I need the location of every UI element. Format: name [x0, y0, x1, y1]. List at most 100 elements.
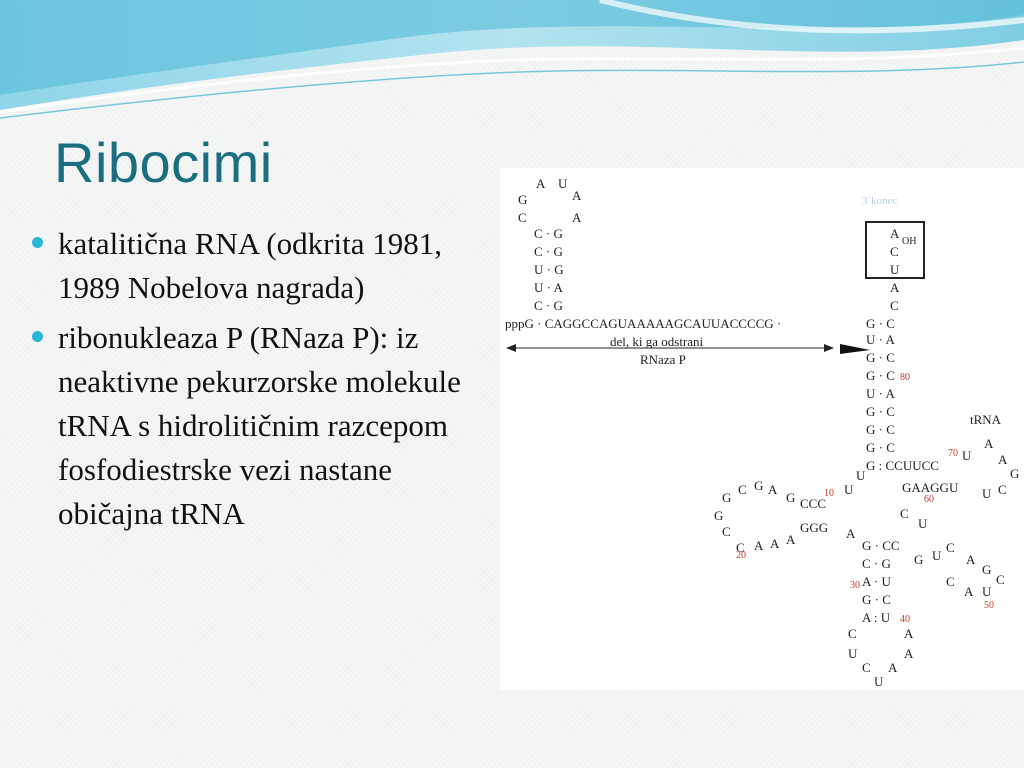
svg-text:U: U — [844, 482, 854, 497]
svg-text:A: A — [770, 536, 780, 551]
svg-text:G · C: G · C — [866, 440, 895, 455]
svg-text:A: A — [904, 646, 914, 661]
removed-segment-arrow — [506, 344, 834, 352]
oh-label: OH — [902, 236, 916, 247]
svg-text:U: U — [932, 548, 942, 563]
svg-text:A: A — [572, 210, 582, 225]
svg-text:G · C: G · C — [866, 404, 895, 419]
svg-text:G · C: G · C — [866, 350, 895, 365]
svg-text:G: G — [982, 562, 991, 577]
d-arm: G C G A G CCC GGG G C C A A A U U A — [714, 468, 866, 555]
svg-text:40: 40 — [900, 614, 910, 625]
svg-text:U: U — [962, 448, 972, 463]
svg-text:U: U — [558, 176, 568, 191]
svg-text:A: A — [846, 526, 856, 541]
svg-text:C: C — [848, 626, 857, 641]
svg-text:C: C — [890, 244, 899, 259]
svg-text:U: U — [982, 584, 992, 599]
svg-text:C: C — [722, 524, 731, 539]
svg-text:GAAGGU: GAAGGU — [902, 480, 959, 495]
svg-text:G : CCUUCC: G : CCUUCC — [866, 458, 939, 473]
svg-text:U: U — [856, 468, 866, 483]
svg-text:C: C — [996, 572, 1005, 587]
removed-label-line2: RNaza P — [640, 352, 686, 367]
svg-text:C: C — [890, 298, 899, 313]
svg-text:GGG: GGG — [800, 520, 828, 535]
svg-text:A: A — [966, 552, 976, 567]
svg-text:30: 30 — [850, 580, 860, 591]
svg-text:A: A — [890, 226, 900, 241]
end-label: 3´konec — [862, 195, 898, 207]
svg-text:U: U — [982, 486, 992, 501]
svg-text:U · A: U · A — [866, 332, 896, 347]
slide-title: Ribocimi — [54, 131, 273, 194]
svg-text:C: C — [946, 540, 955, 555]
svg-text:CCC: CCC — [800, 496, 826, 511]
svg-text:G · C: G · C — [866, 368, 895, 383]
svg-text:U: U — [848, 646, 858, 661]
cleavage-arrow-icon — [840, 344, 870, 354]
svg-text:20: 20 — [736, 550, 746, 561]
svg-text:A : U: A : U — [862, 610, 891, 625]
svg-text:U · G: U · G — [534, 262, 564, 277]
svg-text:A: A — [890, 280, 900, 295]
svg-text:C · G: C · G — [534, 244, 563, 259]
three-prime-box — [865, 221, 925, 279]
svg-text:A: A — [754, 538, 764, 553]
svg-text:G: G — [786, 490, 795, 505]
svg-text:G: G — [1010, 466, 1019, 481]
svg-text:C: C — [862, 660, 871, 675]
svg-text:U · A: U · A — [866, 386, 896, 401]
anticodon-arm: C U G U C A C G C A U G · CC C · G A · U… — [848, 506, 1005, 689]
svg-text:C · G: C · G — [534, 298, 563, 313]
svg-text:G: G — [914, 552, 923, 567]
bullet-item: katalitična RNA (odkrita 1981, 1989 Nobe… — [32, 222, 492, 310]
svg-text:A: A — [536, 176, 546, 191]
svg-text:G · C: G · C — [862, 592, 891, 607]
svg-text:U · A: U · A — [534, 280, 564, 295]
svg-text:C: C — [738, 482, 747, 497]
t-arm: tRNA U A A G C U GAAGGU — [902, 412, 1019, 501]
svg-text:60: 60 — [924, 494, 934, 505]
svg-text:A: A — [964, 584, 974, 599]
acceptor-stem: A C G · C U · A G · C G · C U · A G · C … — [866, 280, 939, 473]
svg-text:G · CC: G · CC — [862, 538, 900, 553]
svg-text:G · C: G · C — [866, 316, 895, 331]
svg-text:U: U — [890, 262, 900, 277]
svg-text:C: C — [900, 506, 909, 521]
svg-text:C: C — [518, 210, 527, 225]
svg-text:A: A — [998, 452, 1008, 467]
svg-text:C · G: C · G — [534, 226, 563, 241]
svg-text:C: C — [946, 574, 955, 589]
svg-text:U: U — [874, 674, 884, 689]
removed-label-line1: del, ki ga odstrani — [610, 334, 704, 349]
bullet-item: ribonukleaza P (RNaza P): iz neaktivne p… — [32, 316, 492, 536]
svg-text:A: A — [572, 188, 582, 203]
svg-text:70: 70 — [948, 448, 958, 459]
svg-text:G: G — [754, 478, 763, 493]
bullet-list: katalitična RNA (odkrita 1981, 1989 Nobe… — [32, 222, 492, 536]
svg-text:G: G — [518, 192, 527, 207]
svg-text:A: A — [984, 436, 994, 451]
svg-text:G · C: G · C — [866, 422, 895, 437]
svg-text:A: A — [904, 626, 914, 641]
position-numbers: 10 20 30 40 50 60 70 80 — [736, 372, 994, 625]
svg-text:U: U — [918, 516, 928, 531]
svg-text:80: 80 — [900, 372, 910, 383]
svg-text:50: 50 — [984, 600, 994, 611]
svg-text:A · U: A · U — [862, 574, 892, 589]
svg-text:C · G: C · G — [862, 556, 891, 571]
svg-text:A: A — [888, 660, 898, 675]
five-prime-strand: pppG · CAGGCCAGUAAAAAGCAUUACCCCG · — [505, 316, 781, 331]
svg-text:C: C — [998, 482, 1007, 497]
svg-text:G: G — [722, 490, 731, 505]
svg-text:G: G — [714, 508, 723, 523]
svg-text:C: C — [736, 540, 745, 555]
svg-text:A: A — [768, 482, 778, 497]
svg-text:10: 10 — [824, 488, 834, 499]
top-wave-decoration — [0, 0, 1024, 119]
trna-label: tRNA — [970, 412, 1002, 427]
svg-text:A: A — [786, 532, 796, 547]
